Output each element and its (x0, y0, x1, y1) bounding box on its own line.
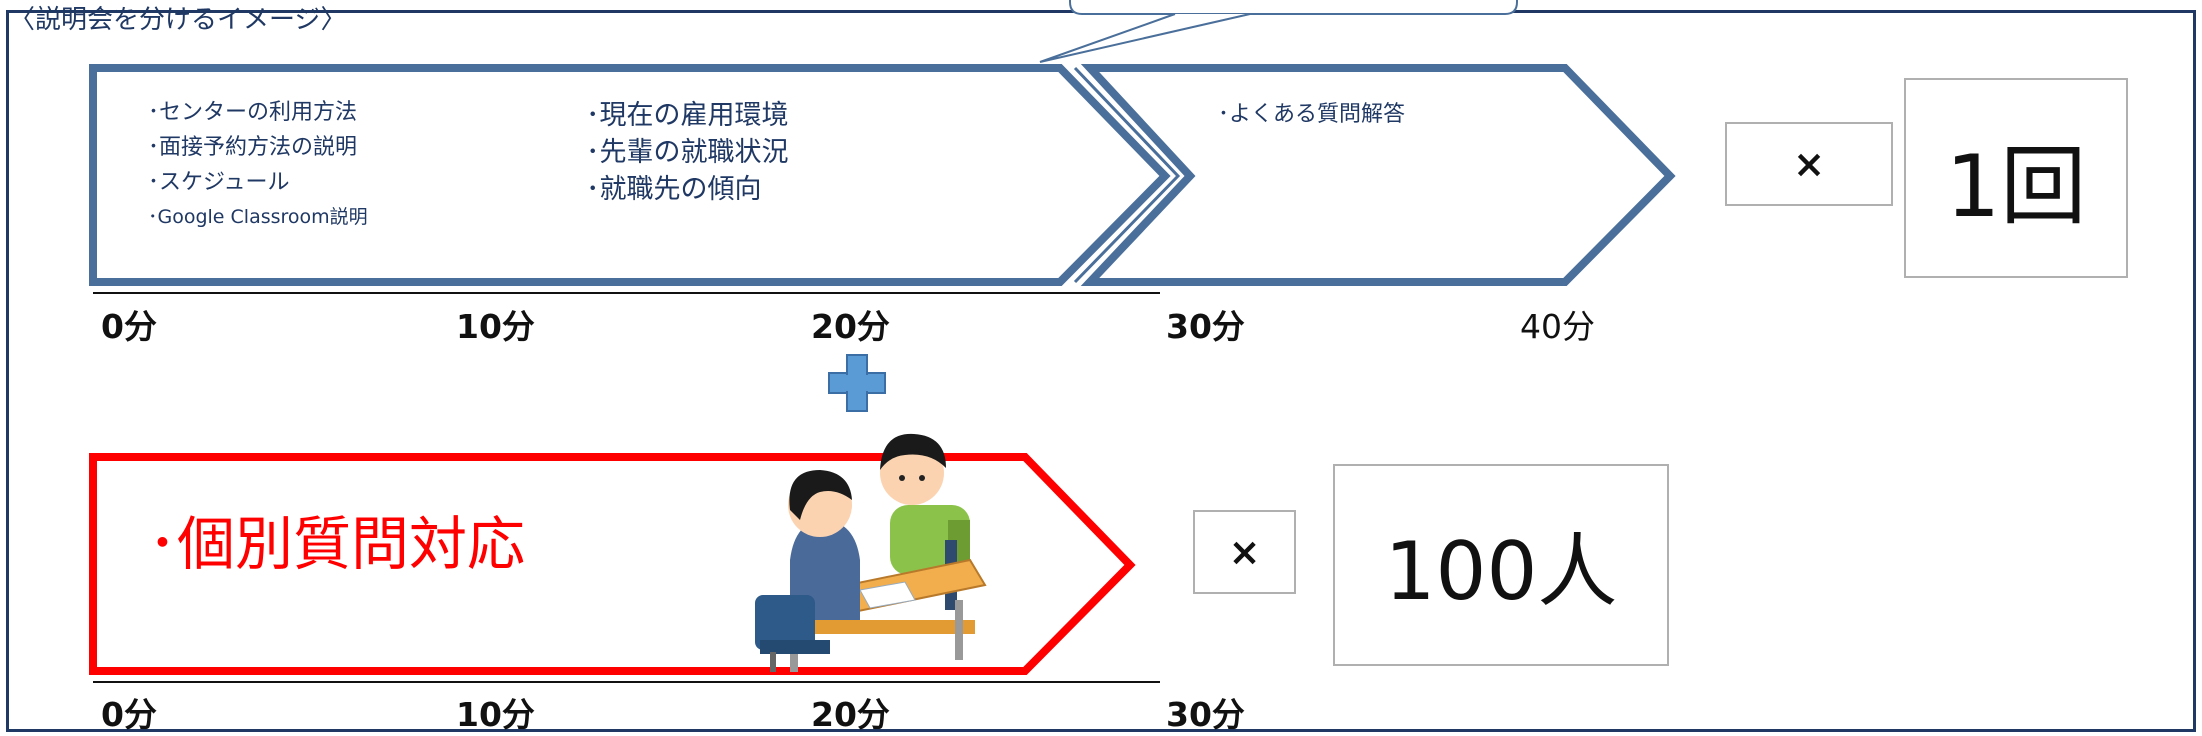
group-session-arrow-2 (1080, 64, 1676, 286)
individual-times-box: × (1193, 510, 1296, 594)
speech-bubble (1069, 0, 1518, 15)
tick-top-30: 30分 (1166, 307, 1245, 346)
plus-icon (828, 354, 886, 412)
individual-session-arrow (89, 453, 1136, 675)
speech-bubble-tail (1039, 13, 1251, 63)
individual-count-box: 100人 (1333, 464, 1669, 666)
group-times-box: × (1725, 122, 1893, 206)
times-symbol: × (1228, 530, 1261, 574)
group-count: 1回 (1945, 136, 2087, 237)
group-col3: ･よくある質問解答 (1218, 97, 1405, 132)
group-col2-item: ･現在の雇用環境 (586, 100, 789, 131)
tick-top-0: 0分 (101, 307, 157, 346)
tick-top-20: 20分 (811, 307, 890, 346)
group-col1-item: ･センターの利用方法 (148, 100, 358, 125)
tick-bottom-30: 30分 (1166, 695, 1245, 734)
individual-title: ･個別質問対応 (148, 510, 526, 578)
group-col2-item: ･先輩の就職状況 (586, 137, 789, 168)
consultation-illustration (755, 433, 987, 672)
group-session-arrow-1 (89, 64, 1171, 286)
tick-top-10: 10分 (456, 307, 535, 346)
individual-count: 100人 (1384, 525, 1618, 618)
group-col1-item: ･スケジュール (148, 170, 290, 195)
times-symbol: × (1793, 142, 1825, 186)
page-title: 〈説明会を分けるイメージ〉 (9, 5, 347, 35)
group-col2-item: ･就職先の傾向 (586, 174, 762, 205)
tick-bottom-10: 10分 (456, 695, 535, 734)
group-col1: ･センターの利用方法 ･面接予約方法の説明 ･スケジュール ･Google Cl… (148, 95, 368, 235)
tick-bottom-20: 20分 (811, 695, 890, 734)
group-col2: ･現在の雇用環境 ･先輩の就職状況 ･就職先の傾向 (586, 97, 789, 208)
group-col3-item: ･よくある質問解答 (1218, 102, 1406, 127)
tick-bottom-0: 0分 (101, 695, 157, 734)
group-col1-item: ･面接予約方法の説明 (148, 135, 358, 160)
group-col1-item: ･Google Classroom説明 (148, 206, 368, 228)
tick-top-40: 40分 (1520, 307, 1595, 346)
group-session-arrow-1-inner (1073, 66, 1181, 284)
group-count-box: 1回 (1904, 78, 2128, 278)
